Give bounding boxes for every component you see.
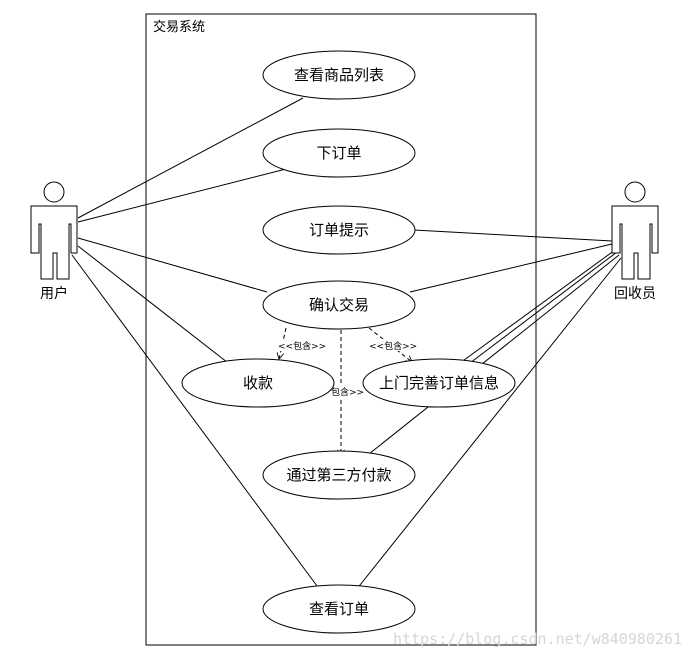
use-case-order-notice-label: 订单提示 xyxy=(309,221,369,239)
system-title: 交易系统 xyxy=(153,19,205,35)
actor-recycler-head-icon xyxy=(624,181,646,203)
association-user-view-order xyxy=(71,254,321,591)
user-associations xyxy=(71,97,321,591)
use-case-view-goods-label: 查看商品列表 xyxy=(294,66,384,84)
watermark: https://blog.csdn.net/w840980261 xyxy=(393,630,682,648)
use-case-onsite-complete[interactable]: 上门完善订单信息 xyxy=(362,358,516,408)
use-case-third-party-pay[interactable]: 通过第三方付款 xyxy=(262,450,416,500)
include-label-center: 包含>> xyxy=(331,386,364,398)
actor-user[interactable] xyxy=(30,181,78,280)
association-recycler-view-order xyxy=(355,257,622,591)
system-boundary xyxy=(145,13,537,646)
actor-recycler-label: 回收员 xyxy=(614,286,656,302)
stereo-bg-center xyxy=(330,385,364,397)
use-case-order-notice[interactable]: 订单提示 xyxy=(262,205,416,255)
stereo-bg-left xyxy=(276,339,324,351)
association-recycler-confirm-trade xyxy=(409,243,613,293)
actor-recycler-body-icon xyxy=(611,205,659,280)
association-recycler-order-notice xyxy=(413,229,613,242)
use-case-view-order[interactable]: 查看订单 xyxy=(262,584,416,634)
use-case-confirm-trade[interactable]: 确认交易 xyxy=(262,280,416,330)
use-case-third-party-pay-label: 通过第三方付款 xyxy=(286,466,391,484)
use-case-view-goods[interactable]: 查看商品列表 xyxy=(262,50,416,100)
association-recycler-onsite-a xyxy=(459,249,616,364)
use-case-view-order-label: 查看订单 xyxy=(309,600,369,618)
use-case-receive-payment[interactable]: 收款 xyxy=(181,358,335,408)
association-user-receive-payment xyxy=(77,245,233,367)
actor-user-body-icon xyxy=(30,205,78,280)
association-recycler-onsite-b xyxy=(465,251,618,367)
actor-user-head-icon xyxy=(43,181,65,203)
recycler-associations xyxy=(355,229,622,591)
include-arrow-right xyxy=(368,327,412,362)
association-recycler-third-party xyxy=(368,254,620,455)
use-case-confirm-trade-label: 确认交易 xyxy=(309,296,369,314)
use-case-place-order[interactable]: 下订单 xyxy=(262,128,416,178)
use-case-onsite-complete-label: 上门完善订单信息 xyxy=(379,374,499,392)
association-user-place-order xyxy=(77,168,287,223)
include-label-left: <<包含>> xyxy=(278,340,326,352)
use-case-receive-payment-label: 收款 xyxy=(243,374,273,392)
association-user-view-goods xyxy=(77,97,304,219)
use-case-place-order-label: 下订单 xyxy=(316,144,361,162)
stereo-bg-right xyxy=(367,339,415,351)
actor-recycler[interactable] xyxy=(611,181,659,280)
association-user-confirm-trade xyxy=(77,237,268,293)
actor-user-label: 用户 xyxy=(40,285,68,302)
include-label-right: <<包含>> xyxy=(369,340,417,352)
